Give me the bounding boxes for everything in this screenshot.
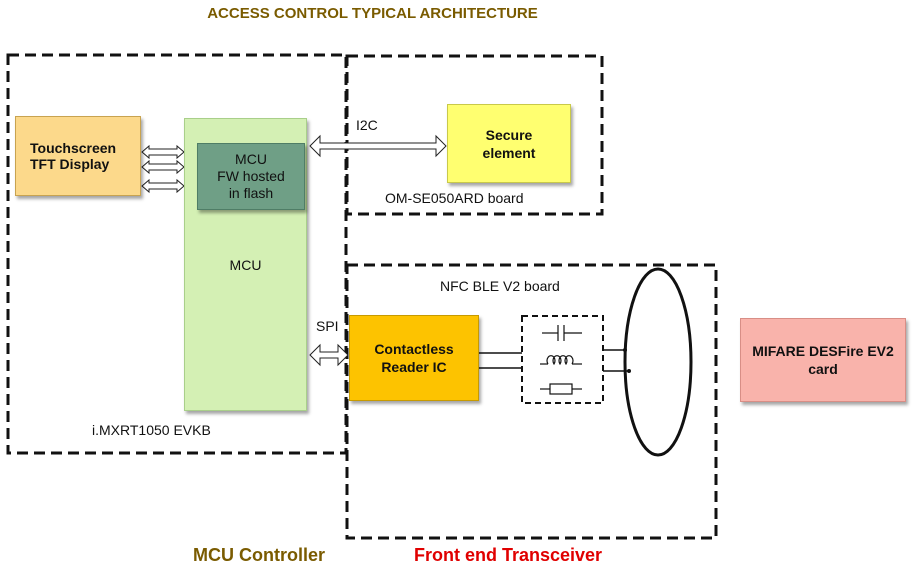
nfc-board-label: NFC BLE V2 board [440, 278, 560, 294]
secure-element-block: Secure element [447, 104, 571, 183]
mcu-firmware-block: MCU FW hosted in flash [197, 143, 305, 210]
evkb-board-outline [6, 53, 348, 455]
touchscreen-display-block: Touchscreen TFT Display [15, 116, 141, 196]
evkb-board-label: i.MXRT1050 EVKB [92, 422, 211, 438]
reader-label-line1: Contactless [374, 341, 454, 357]
capacitor-icon [542, 325, 582, 341]
spi-label: SPI [316, 318, 339, 334]
card-label-line2: card [808, 361, 838, 377]
firmware-label-line2: FW hosted [217, 168, 285, 184]
matching-network-outline [521, 315, 604, 404]
firmware-label-line1: MCU [235, 151, 267, 167]
secure-element-label-line2: element [482, 144, 536, 161]
resistor-icon [540, 383, 582, 395]
mifare-card-block: MIFARE DESFire EV2 card [740, 318, 906, 402]
display-bus-arrows [141, 144, 185, 194]
secure-element-label-line1: Secure [485, 126, 533, 143]
diagram-title: ACCESS CONTROL TYPICAL ARCHITECTURE [207, 5, 538, 22]
i2c-label: I2C [356, 117, 378, 133]
touchscreen-label-line2: TFT Display [30, 156, 110, 172]
se-board-label: OM-SE050ARD board [385, 190, 524, 206]
inductor-icon [540, 355, 582, 366]
touchscreen-label-line1: Touchscreen [30, 140, 117, 156]
nfc-board-outline [345, 263, 718, 540]
reader-label-line2: Reader IC [381, 359, 447, 375]
contactless-reader-block: Contactless Reader IC [349, 315, 479, 401]
spi-bus-arrow [309, 343, 349, 367]
i2c-bus-arrow [309, 134, 447, 158]
mcu-label: MCU [229, 256, 262, 273]
antenna-coil-icon [623, 267, 693, 457]
card-label-line1: MIFARE DESFire EV2 [752, 343, 894, 359]
mcu-controller-caption: MCU Controller [193, 545, 325, 565]
firmware-label-line3: in flash [228, 185, 274, 201]
se-board-outline [345, 54, 604, 216]
front-end-caption: Front end Transceiver [414, 545, 603, 565]
